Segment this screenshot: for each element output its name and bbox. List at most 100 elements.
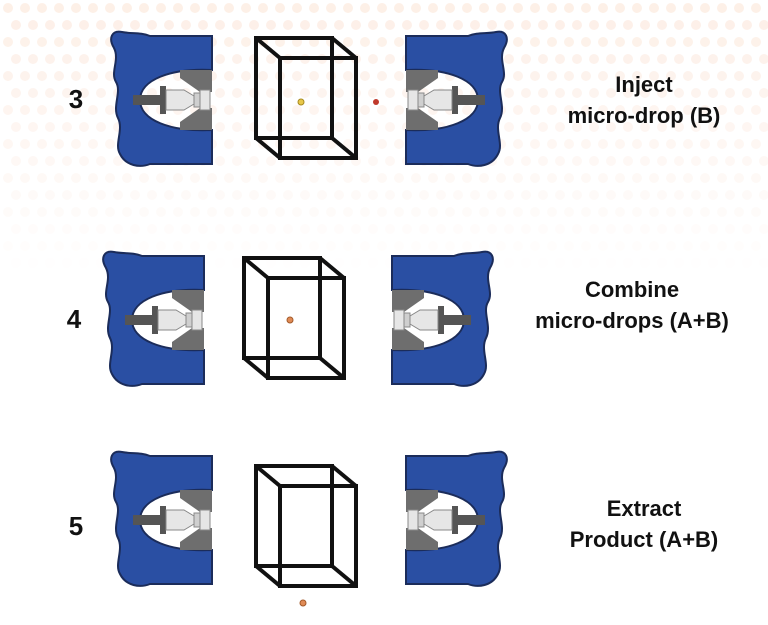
- step-4-caption-line2: micro-drops (A+B): [535, 308, 729, 333]
- background-dot: [292, 3, 302, 13]
- step-3-caption-line1: Inject: [615, 72, 673, 97]
- background-dot: [504, 88, 514, 98]
- background-dot: [462, 105, 472, 115]
- background-dot: [11, 88, 21, 98]
- background-dot: [683, 71, 693, 81]
- background-dot: [266, 156, 276, 166]
- background-dot: [734, 105, 744, 115]
- background-dot: [37, 105, 47, 115]
- background-dot: [623, 224, 633, 234]
- background-dot: [377, 241, 387, 251]
- background-dot: [640, 156, 650, 166]
- background-dot: [530, 3, 540, 13]
- right-gray-block: [392, 290, 424, 350]
- background-dot: [538, 224, 548, 234]
- background-dot: [674, 224, 684, 234]
- background-dot: [700, 241, 710, 251]
- background-dot: [751, 105, 761, 115]
- background-dot: [504, 156, 514, 166]
- background-dot: [691, 224, 701, 234]
- background-dot: [394, 3, 404, 13]
- background-dot: [122, 173, 132, 183]
- background-dot: [751, 207, 761, 217]
- background-dot: [28, 54, 38, 64]
- background-dot: [581, 3, 591, 13]
- background-dot: [538, 88, 548, 98]
- background-dot: [725, 20, 735, 30]
- background-dot: [224, 71, 234, 81]
- background-dot: [453, 20, 463, 30]
- background-dot: [632, 37, 642, 47]
- background-dot: [700, 37, 710, 47]
- background-dot: [521, 190, 531, 200]
- background-dot: [3, 207, 13, 217]
- background-dot: [11, 54, 21, 64]
- background-dot: [79, 54, 89, 64]
- background-dot: [606, 156, 616, 166]
- background-dot: [326, 207, 336, 217]
- background-dot: [513, 105, 523, 115]
- background-dot: [215, 156, 225, 166]
- background-dot: [283, 88, 293, 98]
- background-dot: [20, 139, 30, 149]
- background-dot: [691, 122, 701, 132]
- background-dot: [708, 54, 718, 64]
- background-dot: [215, 224, 225, 234]
- background-dot: [173, 241, 183, 251]
- background-dot: [742, 20, 752, 30]
- background-dot: [45, 54, 55, 64]
- background-dot: [224, 139, 234, 149]
- background-dot: [725, 156, 735, 166]
- background-dot: [717, 105, 727, 115]
- background-dot: [666, 37, 676, 47]
- background-dot: [62, 224, 72, 234]
- background-dot: [71, 207, 81, 217]
- background-dot: [190, 241, 200, 251]
- background-dot: [547, 173, 557, 183]
- background-dot: [725, 190, 735, 200]
- background-dot: [530, 105, 540, 115]
- background-dot: [623, 20, 633, 30]
- background-dot: [691, 190, 701, 200]
- background-dot: [3, 105, 13, 115]
- background-dot: [45, 88, 55, 98]
- background-dot: [674, 156, 684, 166]
- drop-a-inside-cube: [297, 98, 305, 106]
- background-dot: [215, 54, 225, 64]
- background-dot: [88, 3, 98, 13]
- background-dot: [623, 54, 633, 64]
- background-dot: [538, 54, 548, 64]
- background-dot: [547, 241, 557, 251]
- background-dot: [20, 37, 30, 47]
- background-dot: [462, 241, 472, 251]
- background-dot: [147, 20, 157, 30]
- background-dot: [173, 173, 183, 183]
- background-dot: [649, 105, 659, 115]
- background-dot: [751, 37, 761, 47]
- background-dot: [496, 207, 506, 217]
- background-dot: [96, 20, 106, 30]
- background-dot: [598, 105, 608, 115]
- background-dot: [105, 105, 115, 115]
- background-dot: [156, 207, 166, 217]
- background-dot: [428, 3, 438, 13]
- background-dot: [581, 241, 591, 251]
- background-dot: [734, 241, 744, 251]
- background-dot: [283, 224, 293, 234]
- background-dot: [11, 224, 21, 234]
- background-dot: [368, 54, 378, 64]
- background-dot: [725, 224, 735, 234]
- background-dot: [20, 105, 30, 115]
- background-dot: [632, 139, 642, 149]
- background-dot: [309, 139, 319, 149]
- background-dot: [232, 156, 242, 166]
- background-dot: [513, 37, 523, 47]
- background-dot: [547, 37, 557, 47]
- background-dot: [198, 190, 208, 200]
- background-dot: [241, 241, 251, 251]
- background-dot: [71, 37, 81, 47]
- background-dot: [28, 156, 38, 166]
- background-dot: [589, 156, 599, 166]
- background-dot: [20, 71, 30, 81]
- background-dot: [20, 173, 30, 183]
